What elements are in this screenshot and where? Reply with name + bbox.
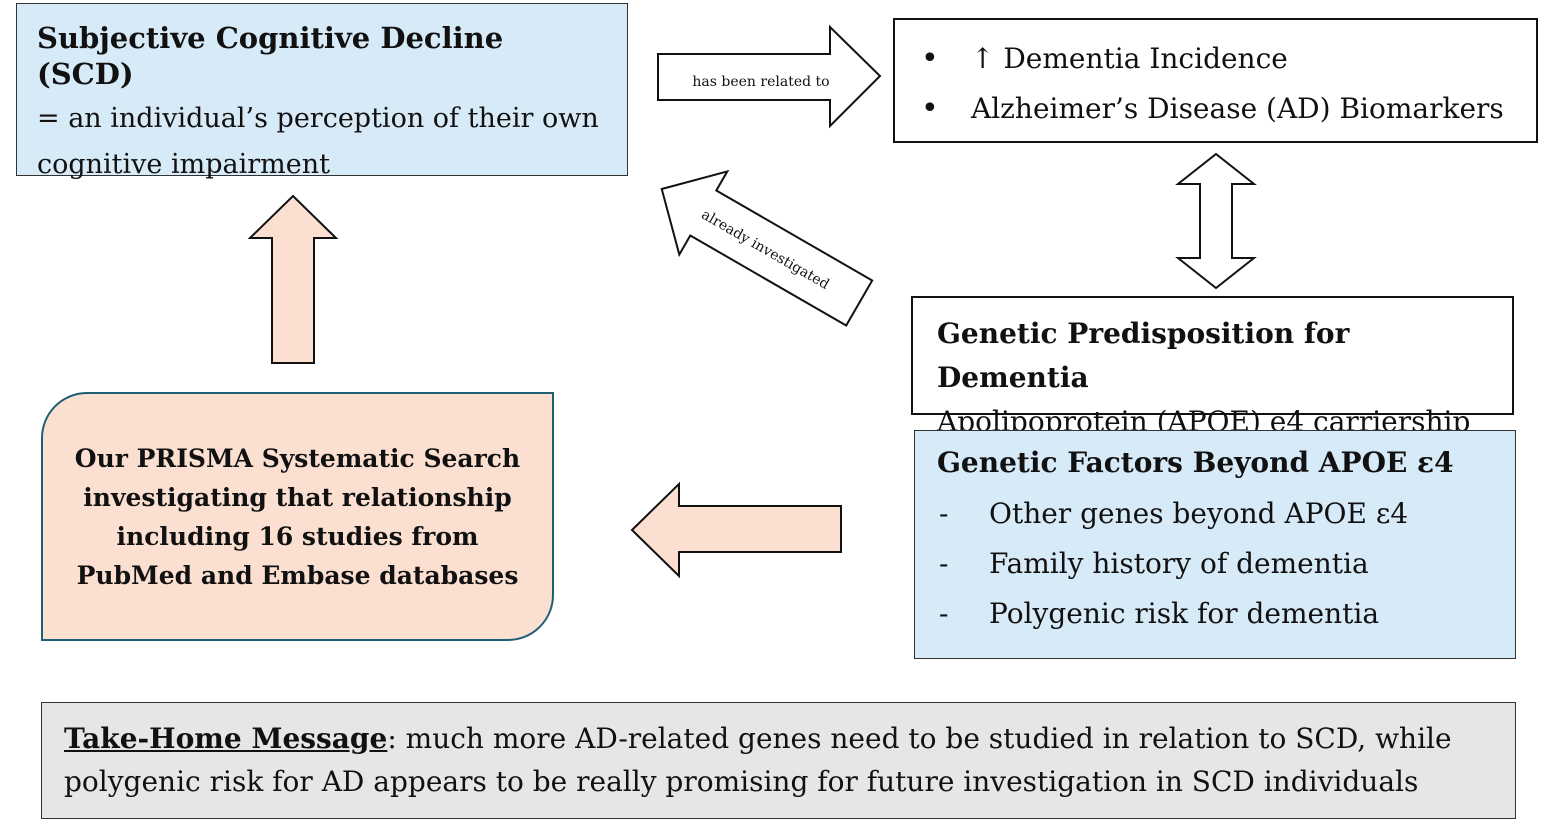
beyond-apoe-item: Polygenic risk for dementia: [937, 589, 1493, 639]
up-arrow: [247, 194, 339, 364]
take-home-text: : much more AD-related genes need to be …: [64, 722, 1452, 798]
beyond-apoe-item: Other genes beyond APOE ε4: [937, 489, 1493, 539]
dementia-outcome-item: Alzheimer’s Disease (AD) Biomarkers: [917, 84, 1514, 134]
genetic-predisposition-title: Genetic Predisposition for Dementia: [937, 317, 1350, 394]
related-right-arrow: [657, 24, 882, 129]
scd-box: Subjective Cognitive Decline (SCD) = an …: [16, 3, 628, 180]
left-arrow: [630, 481, 842, 579]
bidirectional-arrow: [1175, 152, 1257, 290]
prisma-search-text: Our PRISMA Systematic Search investigati…: [74, 443, 521, 590]
dementia-outcomes-list: ↑ Dementia Incidence Alzheimer’s Disease…: [917, 34, 1514, 134]
beyond-apoe-title: Genetic Factors Beyond APOE ε4: [937, 446, 1454, 479]
beyond-apoe-item: Family history of dementia: [937, 539, 1493, 589]
related-arrow-label: has been related to: [692, 74, 829, 90]
dementia-outcomes-box: ↑ Dementia Incidence Alzheimer’s Disease…: [893, 18, 1538, 143]
take-home-box: Take-Home Message: much more AD-related …: [41, 702, 1516, 819]
take-home-label: Take-Home Message: [64, 722, 388, 755]
scd-title: Subjective Cognitive Decline (SCD): [37, 21, 504, 91]
prisma-search-box: Our PRISMA Systematic Search investigati…: [41, 392, 554, 641]
beyond-apoe-box: Genetic Factors Beyond APOE ε4 Other gen…: [914, 430, 1516, 659]
scd-description: = an individual’s perception of their ow…: [37, 103, 599, 180]
beyond-apoe-list: Other genes beyond APOE ε4 Family histor…: [937, 489, 1493, 639]
dementia-outcome-item: ↑ Dementia Incidence: [917, 34, 1514, 84]
investigated-diagonal-arrow: [660, 169, 874, 327]
